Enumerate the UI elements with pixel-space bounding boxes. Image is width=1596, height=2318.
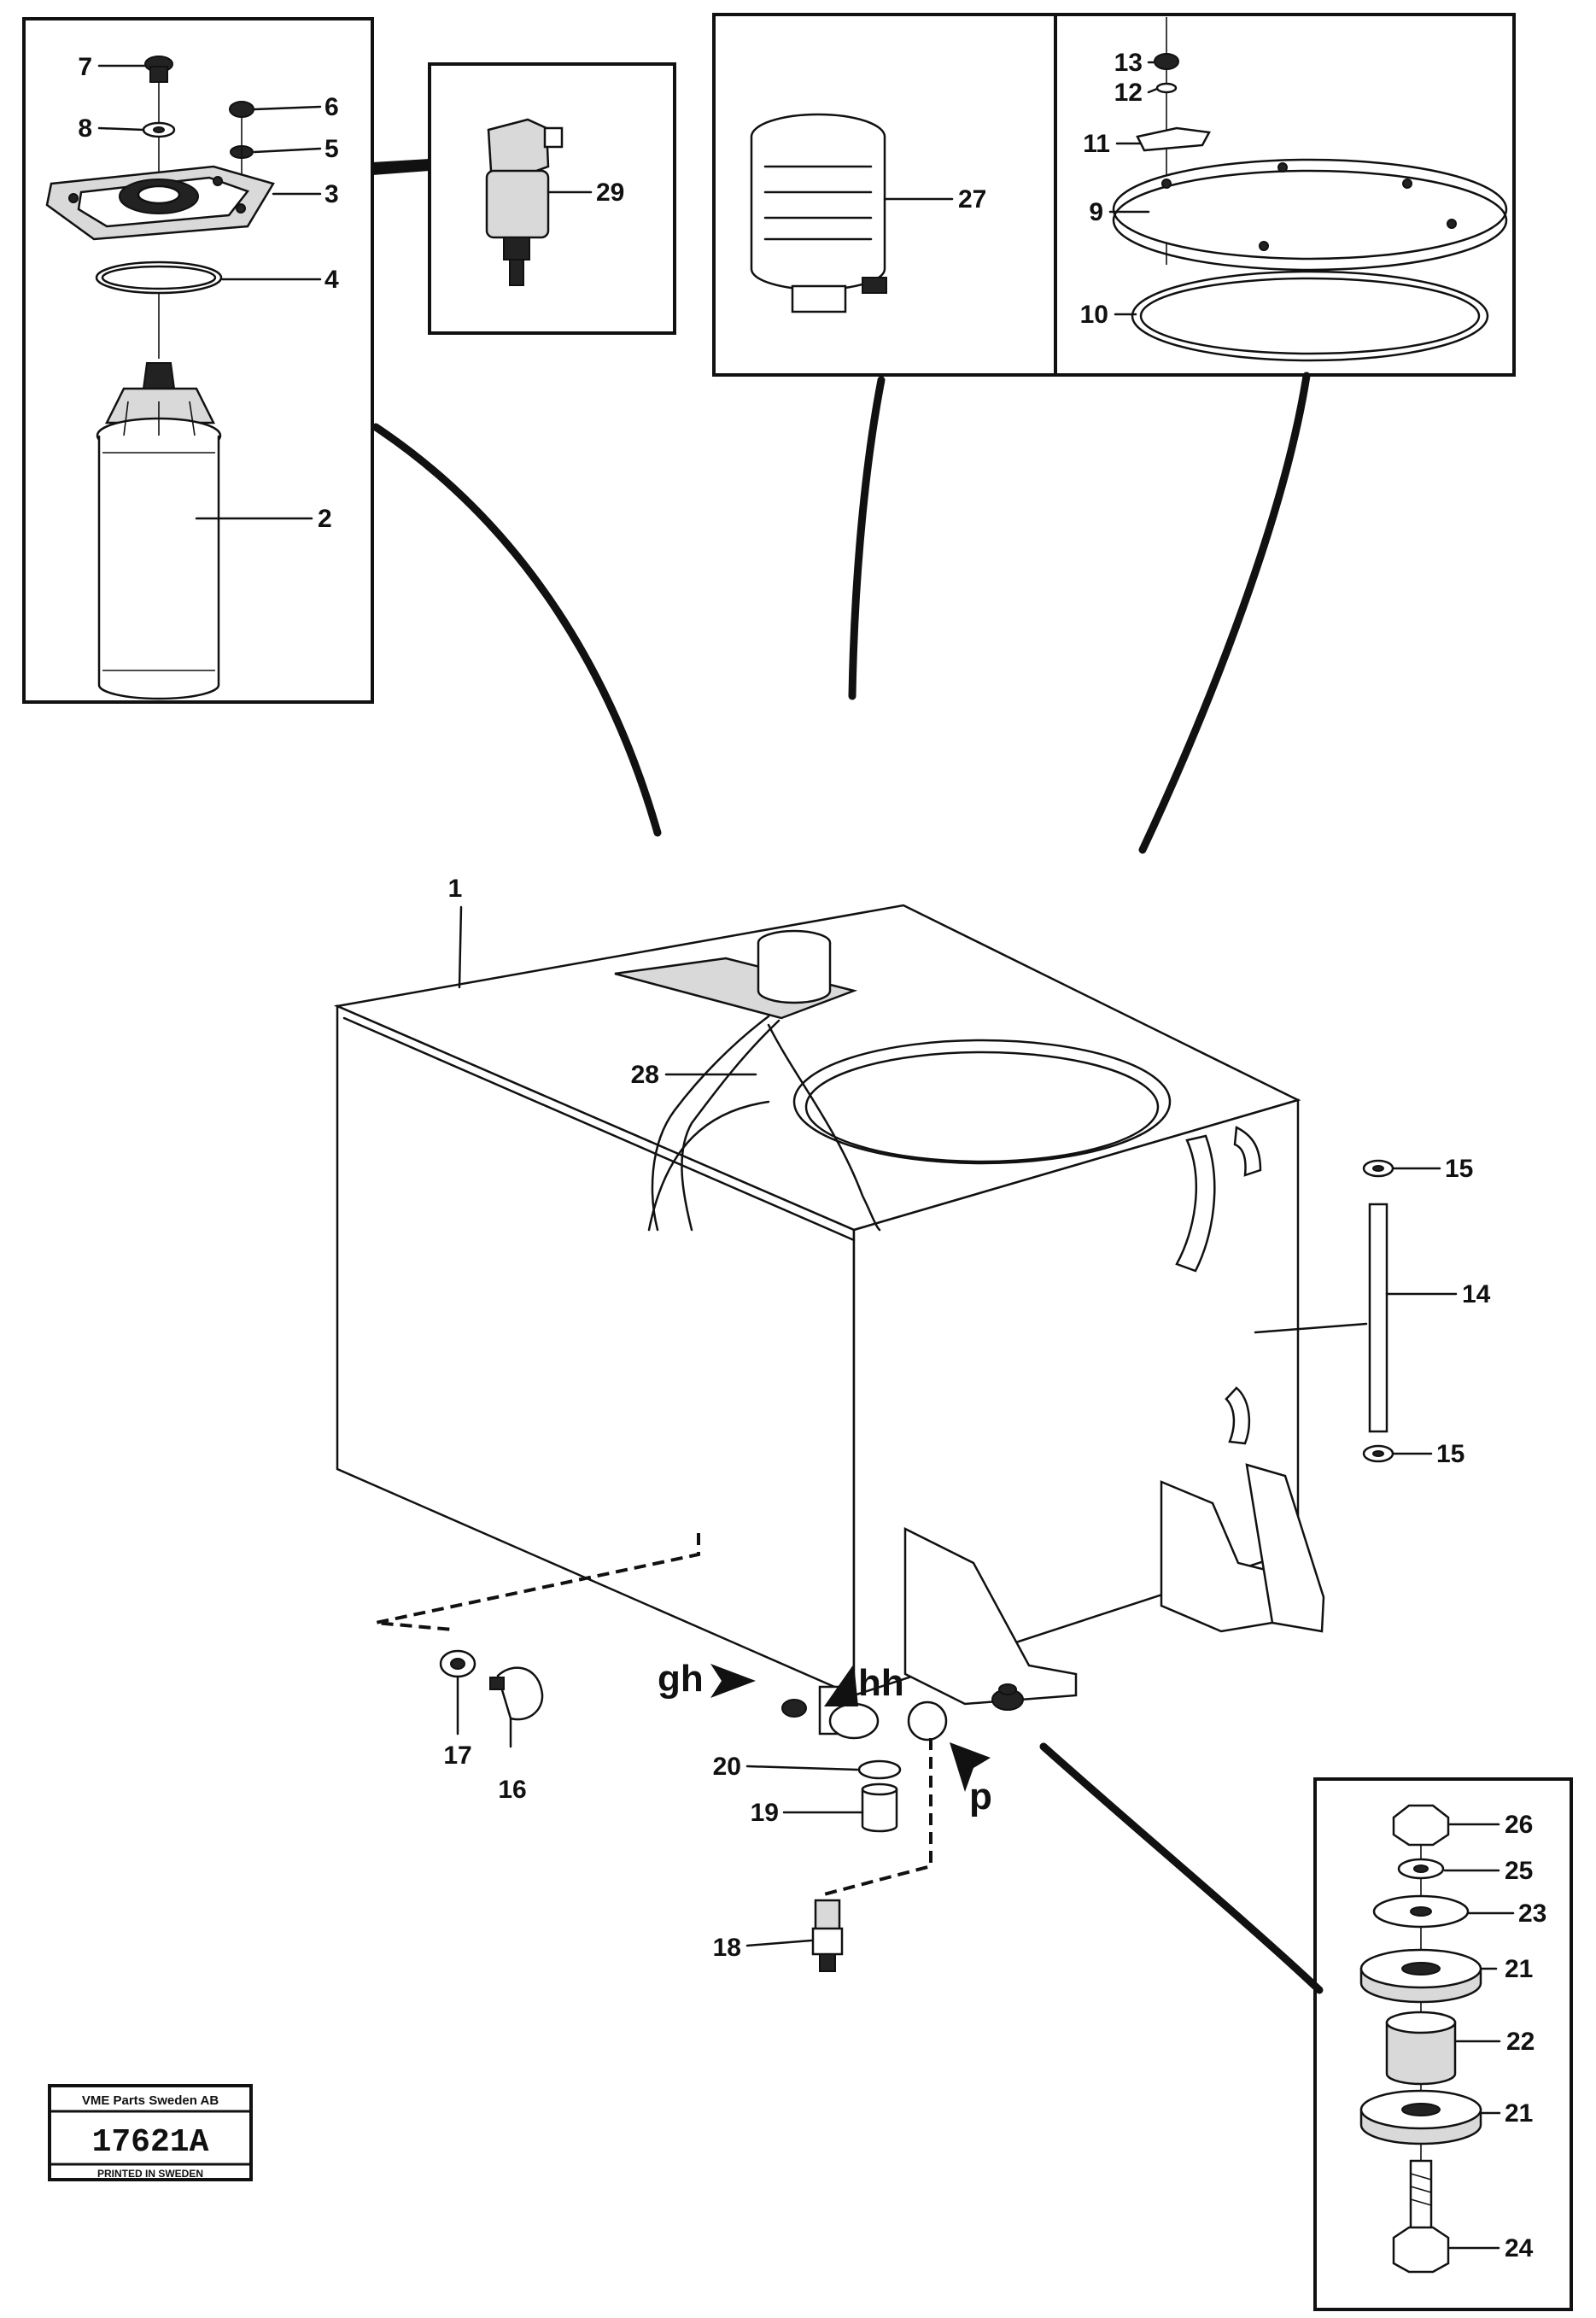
stamp-printed: PRINTED IN SWEDEN: [97, 2168, 203, 2180]
view-arrow-hh: [824, 1664, 858, 1706]
callout-14: 14: [1462, 1280, 1491, 1308]
callout-4: 4: [324, 266, 339, 294]
view-arrow-hh-label: hh: [858, 1662, 904, 1704]
callout-29: 29: [596, 179, 624, 207]
callout-13: 13: [1114, 49, 1143, 77]
callout-25: 25: [1505, 1857, 1533, 1885]
hydraulic-tank: [333, 904, 1325, 1741]
callout-24: 24: [1505, 2234, 1534, 2262]
callout-leaders: [97, 61, 1515, 2250]
cover-assembly: [1112, 17, 1508, 362]
callout-19: 19: [751, 1799, 779, 1827]
leader-swoosh-cover: [1138, 372, 1311, 854]
pressure-switch: [485, 118, 564, 286]
view-arrow-p: [950, 1742, 991, 1792]
callout-3: 3: [324, 180, 339, 208]
view-arrow-p-label: p: [969, 1776, 992, 1818]
callout-28: 28: [631, 1061, 659, 1089]
leader-wedge-sensor: [372, 159, 430, 175]
callout-9: 9: [1089, 198, 1103, 226]
callout-15-bottom: 15: [1436, 1440, 1464, 1468]
callout-6: 6: [324, 93, 339, 121]
dashed-leader-plug: [375, 1533, 700, 1631]
callout-23: 23: [1518, 1899, 1546, 1928]
callout-15-top: 15: [1445, 1155, 1473, 1183]
view-arrows: gh hh p: [658, 1658, 992, 1818]
stamp-number: 17621A: [92, 2124, 209, 2161]
callout-21-lower: 21: [1505, 2099, 1533, 2128]
callout-1: 1: [448, 875, 463, 903]
view-arrow-gh: [710, 1664, 756, 1698]
loose-parts: [439, 1159, 1394, 1972]
callout-12: 12: [1114, 79, 1143, 107]
leader-swoosh-mount: [1039, 1742, 1324, 1994]
view-arrow-gh-label: gh: [658, 1658, 704, 1700]
callout-22: 22: [1506, 2028, 1535, 2056]
callout-21-upper: 21: [1505, 1955, 1533, 1983]
breather-filter: [750, 113, 887, 313]
callout-18: 18: [713, 1934, 741, 1962]
callout-26: 26: [1505, 1811, 1533, 1839]
stamp-company: VME Parts Sweden AB: [82, 2093, 219, 2108]
callout-2: 2: [318, 505, 332, 533]
inset-top-frame: [712, 13, 1516, 377]
dashed-leader-fitting: [823, 1738, 932, 1896]
callout-labels: 1 2 3 4 5 6 7 8 9 10 11 12 13 14 15 15 1…: [78, 49, 1546, 2262]
callout-17: 17: [443, 1741, 471, 1770]
callout-11: 11: [1083, 130, 1110, 158]
inset-filter-frame: [22, 17, 374, 704]
mount-assembly: [1359, 1804, 1482, 2274]
callout-10: 10: [1080, 301, 1108, 329]
inset-sensor-frame: [428, 62, 676, 335]
leader-swoosh-filter: [371, 423, 662, 837]
inset-mount-frame: [1313, 1777, 1573, 2311]
filter-assembly: [45, 56, 275, 700]
callout-27: 27: [958, 185, 986, 214]
callout-5: 5: [324, 135, 339, 163]
callout-8: 8: [78, 114, 92, 143]
callout-16: 16: [498, 1776, 526, 1804]
callout-20: 20: [713, 1753, 741, 1781]
parts-stamp: VME Parts Sweden AB 17621A PRINTED IN SW…: [48, 2084, 253, 2181]
leader-swoosh-breather: [848, 376, 886, 700]
callout-7: 7: [78, 53, 92, 81]
